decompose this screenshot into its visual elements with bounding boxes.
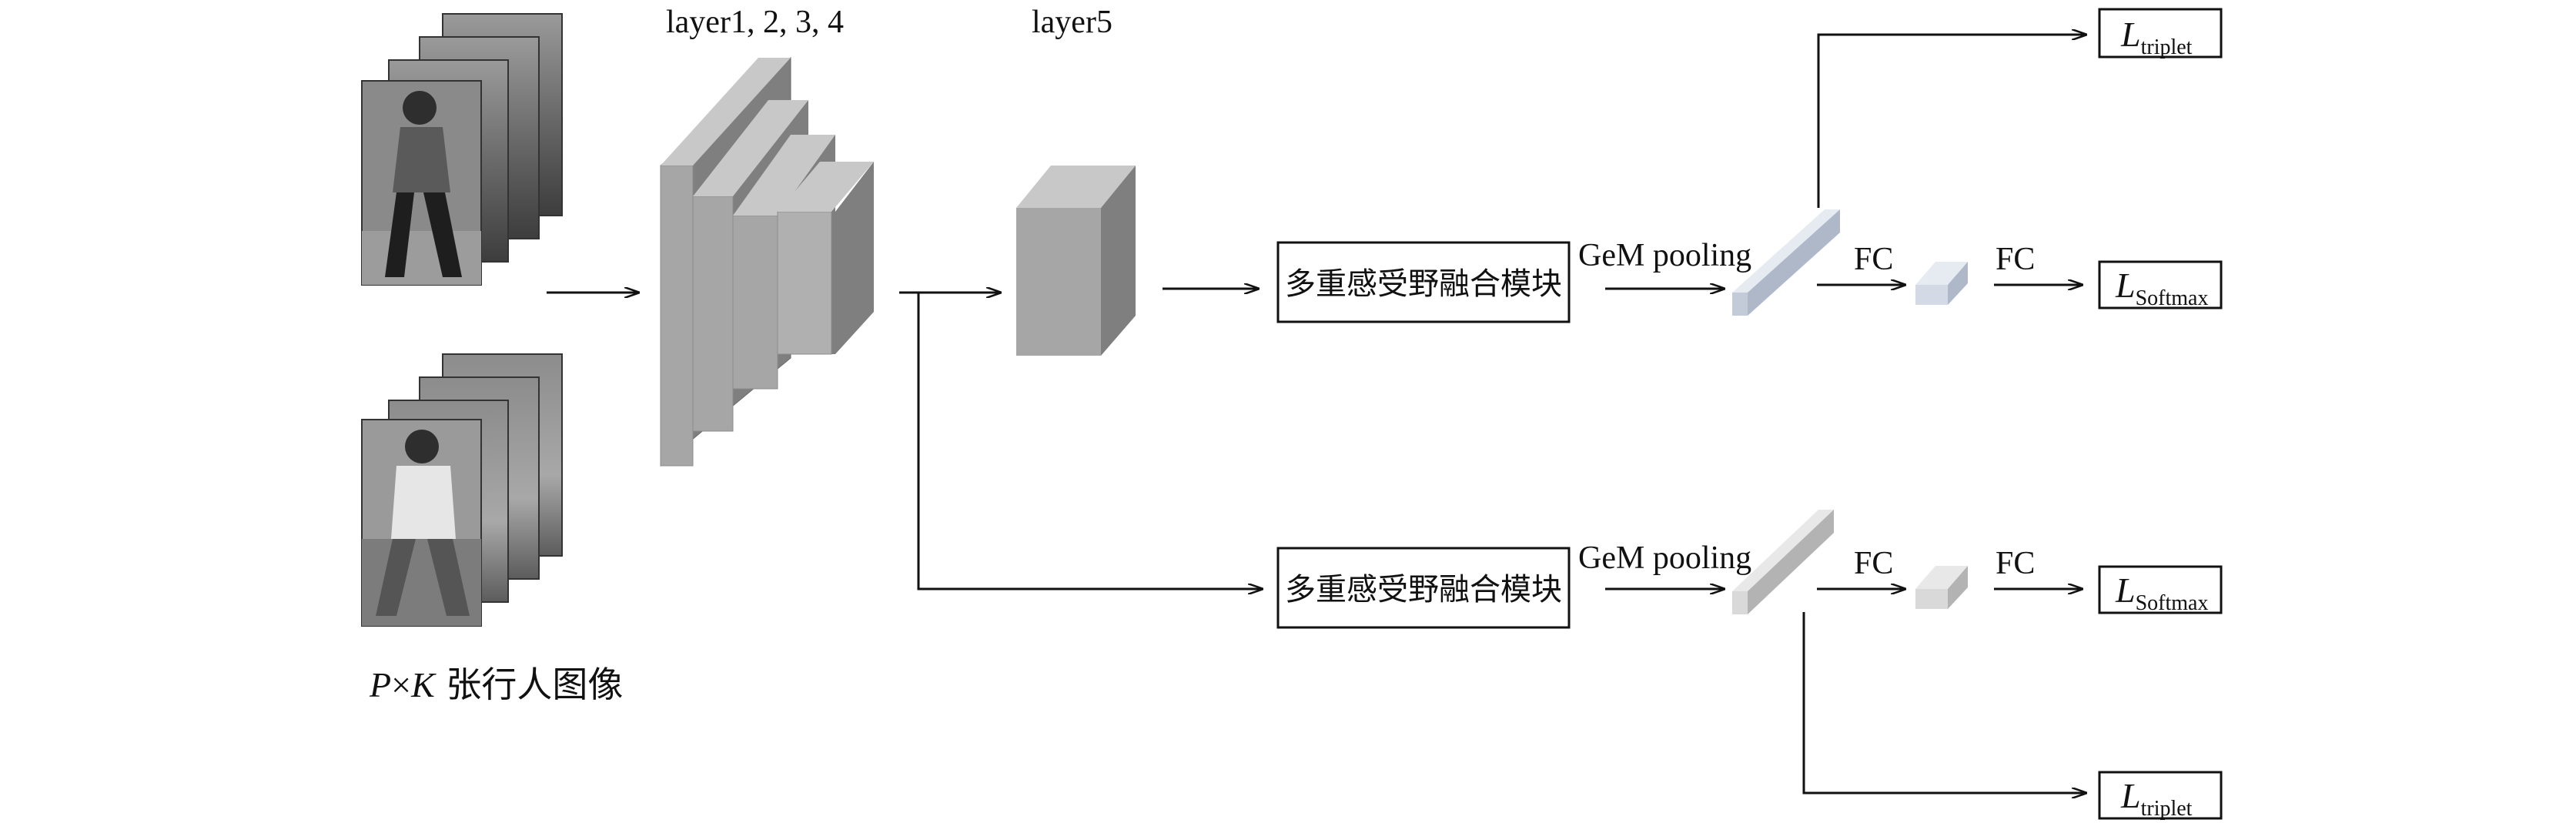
- lower-fc2-label: FC: [1996, 546, 2035, 581]
- lower-fusion-module-box: [1276, 547, 1571, 629]
- lower-pooled-feature-bar: [1732, 510, 1834, 614]
- upper-fc2-label: FC: [1996, 242, 2035, 277]
- lower-softmax-loss-text: LSoftmax: [2115, 570, 2208, 615]
- backbone-layers-block: [660, 56, 874, 467]
- layer4-slab: [777, 162, 874, 355]
- upper-fc-feature-block: [1915, 262, 1968, 305]
- lower-fc-feature-block: [1915, 566, 1968, 609]
- upper-fc1-label: FC: [1854, 242, 1893, 277]
- input-caption: P×K 张行人图像: [369, 664, 623, 705]
- lower-fc1-label: FC: [1854, 546, 1893, 581]
- upper-softmax-loss: LSoftmax: [2098, 260, 2223, 310]
- upper-fusion-module-box: [1276, 241, 1571, 323]
- lower-fusion-module-label: 多重感受野融合模块: [1285, 572, 1562, 607]
- lower-fusion-module: 多重感受野融合模块: [1276, 547, 1571, 629]
- input-stack-bottom: [361, 353, 563, 627]
- upper-softmax-loss-box: [2098, 260, 2223, 309]
- arrow-upper-pool-to-triplet: [1817, 35, 2086, 208]
- layer5-cube: [1016, 166, 1136, 356]
- layer5-label: layer5: [1032, 5, 1112, 40]
- upper-branch: 多重感受野融合模块 GeM pooling FC FC Ltriplet LSo…: [1276, 8, 2223, 323]
- arrow-backbone-to-lower-module: [917, 293, 1263, 589]
- upper-triplet-loss-box: [2098, 8, 2223, 59]
- upper-triplet-loss-text: Ltriplet: [2120, 15, 2193, 59]
- lower-triplet-loss: Ltriplet: [2098, 771, 2223, 821]
- lower-triplet-loss-box: [2098, 771, 2223, 820]
- person-image-front: [361, 80, 482, 286]
- upper-gem-pooling-label: GeM pooling: [1578, 238, 1751, 273]
- input-stack-top: [361, 13, 563, 286]
- upper-fusion-module-label: 多重感受野融合模块: [1285, 266, 1562, 302]
- lower-softmax-loss: LSoftmax: [2098, 565, 2223, 615]
- lower-triplet-loss-text: Ltriplet: [2120, 776, 2193, 821]
- lower-gem-pooling-label: GeM pooling: [1578, 540, 1751, 576]
- person-image-front: [361, 419, 482, 627]
- upper-softmax-loss-text: LSoftmax: [2115, 266, 2208, 310]
- upper-triplet-loss: Ltriplet: [2098, 8, 2223, 59]
- upper-fusion-module: 多重感受野融合模块: [1276, 241, 1571, 323]
- arrow-lower-pool-to-triplet: [1802, 612, 2086, 793]
- lower-branch: 多重感受野融合模块 GeM pooling FC FC LSoftmax Ltr…: [1276, 510, 2223, 821]
- upper-pooled-feature-bar: [1732, 209, 1840, 316]
- lower-softmax-loss-box: [2098, 565, 2223, 614]
- backbone-label: layer1, 2, 3, 4: [666, 5, 844, 40]
